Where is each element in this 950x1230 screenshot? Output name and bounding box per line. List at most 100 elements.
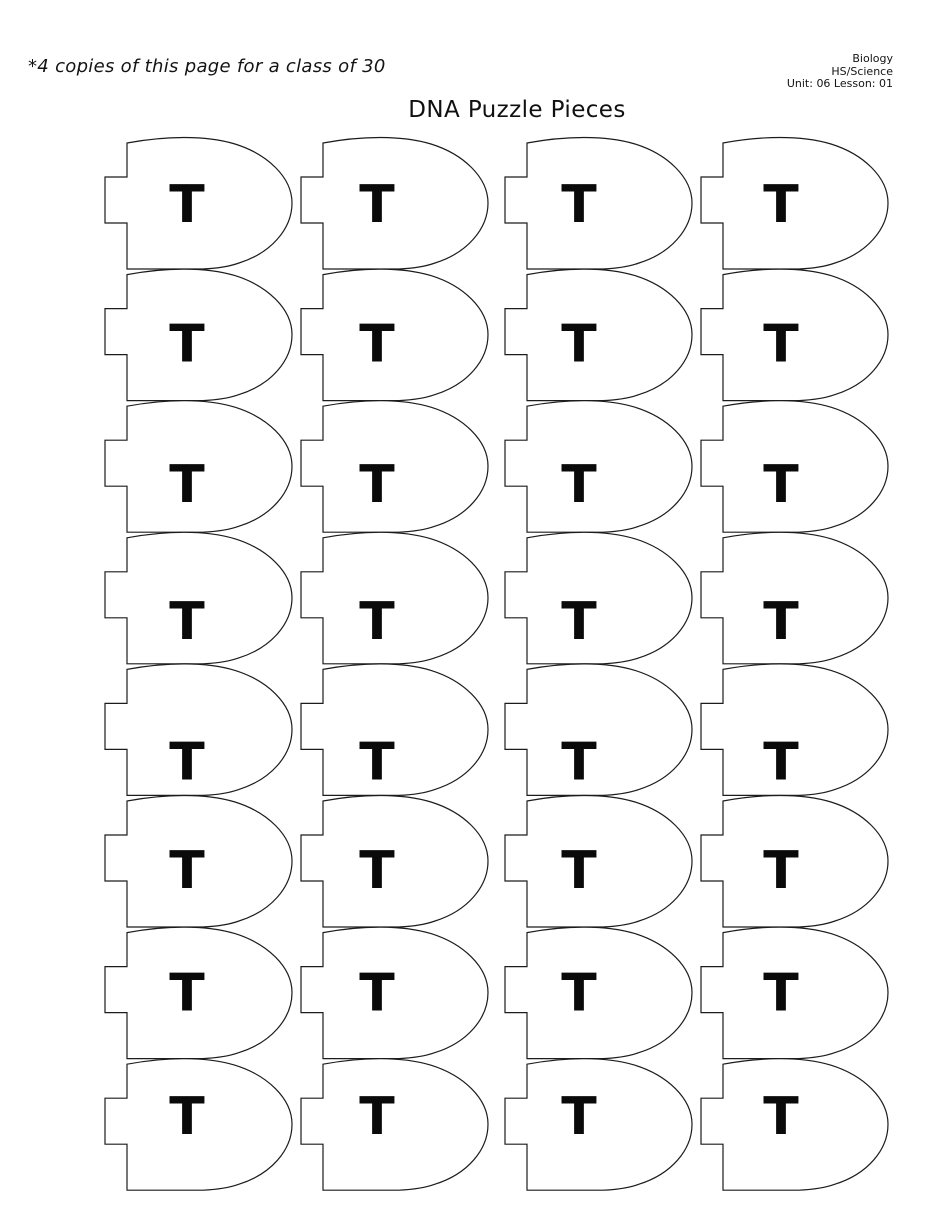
- meta-unit-lesson: Unit: 06 Lesson: 01: [786, 77, 893, 90]
- puzzle-piece: T: [104, 136, 293, 270]
- puzzle-piece: T: [700, 926, 889, 1060]
- puzzle-piece-outline: [504, 268, 693, 402]
- puzzle-piece-outline: [700, 794, 889, 928]
- piece-letter: T: [763, 175, 799, 235]
- piece-letter: T: [561, 1087, 597, 1147]
- puzzle-piece-outline: [504, 400, 693, 533]
- puzzle-piece: T: [504, 794, 693, 928]
- puzzle-piece: T: [300, 926, 489, 1060]
- puzzle-piece: T: [504, 663, 693, 797]
- piece-letter: T: [359, 964, 395, 1024]
- puzzle-piece-outline: [300, 1058, 489, 1191]
- puzzle-piece: T: [700, 400, 889, 533]
- page-title: DNA Puzzle Pieces: [408, 97, 626, 123]
- piece-letter: T: [763, 964, 799, 1024]
- puzzle-piece-outline: [700, 268, 889, 402]
- puzzle-piece-outline: [300, 926, 489, 1060]
- puzzle-piece-outline: [504, 794, 693, 928]
- piece-letter: T: [359, 841, 395, 901]
- puzzle-piece-outline: [300, 136, 489, 270]
- puzzle-piece: T: [700, 663, 889, 797]
- puzzle-piece: T: [504, 268, 693, 402]
- piece-letter: T: [561, 315, 597, 375]
- puzzle-piece: T: [300, 531, 489, 665]
- puzzle-piece: T: [504, 531, 693, 665]
- meta-course: Biology: [852, 52, 893, 65]
- puzzle-piece: T: [104, 268, 293, 402]
- puzzle-piece-outline: [700, 531, 889, 665]
- puzzle-piece: T: [300, 663, 489, 797]
- puzzle-piece-outline: [504, 531, 693, 665]
- puzzle-piece-outline: [300, 663, 489, 797]
- puzzle-piece: T: [700, 268, 889, 402]
- puzzle-piece: T: [700, 1058, 889, 1191]
- piece-letter: T: [763, 315, 799, 375]
- piece-letter: T: [561, 592, 597, 652]
- puzzle-piece-outline: [104, 400, 293, 533]
- puzzle-piece-outline: [300, 794, 489, 928]
- piece-letter: T: [359, 592, 395, 652]
- meta-subject: HS/Science: [831, 64, 893, 78]
- puzzle-piece: T: [700, 136, 889, 270]
- puzzle-piece: T: [504, 400, 693, 533]
- puzzle-piece-outline: [300, 268, 489, 402]
- puzzle-piece-outline: [700, 400, 889, 533]
- puzzle-piece-outline: [104, 268, 293, 402]
- puzzle-piece-outline: [104, 663, 293, 797]
- piece-letter: T: [763, 841, 799, 901]
- puzzle-piece-outline: [104, 531, 293, 665]
- puzzle-piece-outline: [700, 926, 889, 1060]
- piece-letter: T: [763, 732, 799, 792]
- puzzle-piece-outline: [300, 400, 489, 533]
- piece-letter: T: [169, 315, 205, 375]
- puzzle-piece-outline: [700, 1058, 889, 1191]
- puzzle-piece: T: [300, 1058, 489, 1191]
- piece-letter: T: [561, 455, 597, 515]
- piece-letter: T: [561, 175, 597, 235]
- piece-letter: T: [169, 175, 205, 235]
- puzzle-piece: T: [104, 1058, 293, 1191]
- piece-letter: T: [359, 455, 395, 515]
- piece-letter: T: [561, 964, 597, 1024]
- piece-letter: T: [169, 592, 205, 652]
- puzzle-piece: T: [504, 1058, 693, 1191]
- copies-note: *4 copies of this page for a class of 30: [28, 56, 386, 77]
- puzzle-piece-outline: [300, 531, 489, 665]
- piece-letter: T: [169, 964, 205, 1024]
- puzzle-piece: T: [300, 400, 489, 533]
- piece-letter: T: [169, 1087, 205, 1147]
- puzzle-piece: T: [104, 794, 293, 928]
- puzzle-piece-outline: [700, 136, 889, 270]
- puzzle-piece-outline: [104, 136, 293, 270]
- puzzle-piece: T: [104, 531, 293, 665]
- piece-letter: T: [169, 841, 205, 901]
- puzzle-piece-outline: [504, 663, 693, 797]
- puzzle-piece: T: [300, 136, 489, 270]
- puzzle-piece: T: [104, 400, 293, 533]
- puzzle-piece: T: [700, 531, 889, 665]
- course-meta-block: Biology HS/Science Unit: 06 Lesson: 01: [786, 52, 893, 91]
- puzzle-piece: T: [104, 663, 293, 797]
- piece-letter: T: [561, 732, 597, 792]
- puzzle-piece: T: [504, 926, 693, 1060]
- puzzle-piece-outline: [700, 663, 889, 797]
- puzzle-piece-outline: [104, 926, 293, 1060]
- puzzle-piece: T: [300, 794, 489, 928]
- puzzle-piece-outline: [104, 1058, 293, 1191]
- piece-letter: T: [359, 315, 395, 375]
- puzzle-piece: T: [104, 926, 293, 1060]
- puzzle-piece: T: [300, 268, 489, 402]
- piece-letter: T: [359, 732, 395, 792]
- piece-letter: T: [169, 455, 205, 515]
- piece-letter: T: [359, 1087, 395, 1147]
- piece-letter: T: [763, 455, 799, 515]
- puzzle-piece: T: [504, 136, 693, 270]
- puzzle-piece-outline: [104, 794, 293, 928]
- piece-letter: T: [359, 175, 395, 235]
- puzzle-piece: T: [700, 794, 889, 928]
- piece-letter: T: [169, 732, 205, 792]
- puzzle-piece-outline: [504, 1058, 693, 1191]
- puzzle-piece-outline: [504, 136, 693, 270]
